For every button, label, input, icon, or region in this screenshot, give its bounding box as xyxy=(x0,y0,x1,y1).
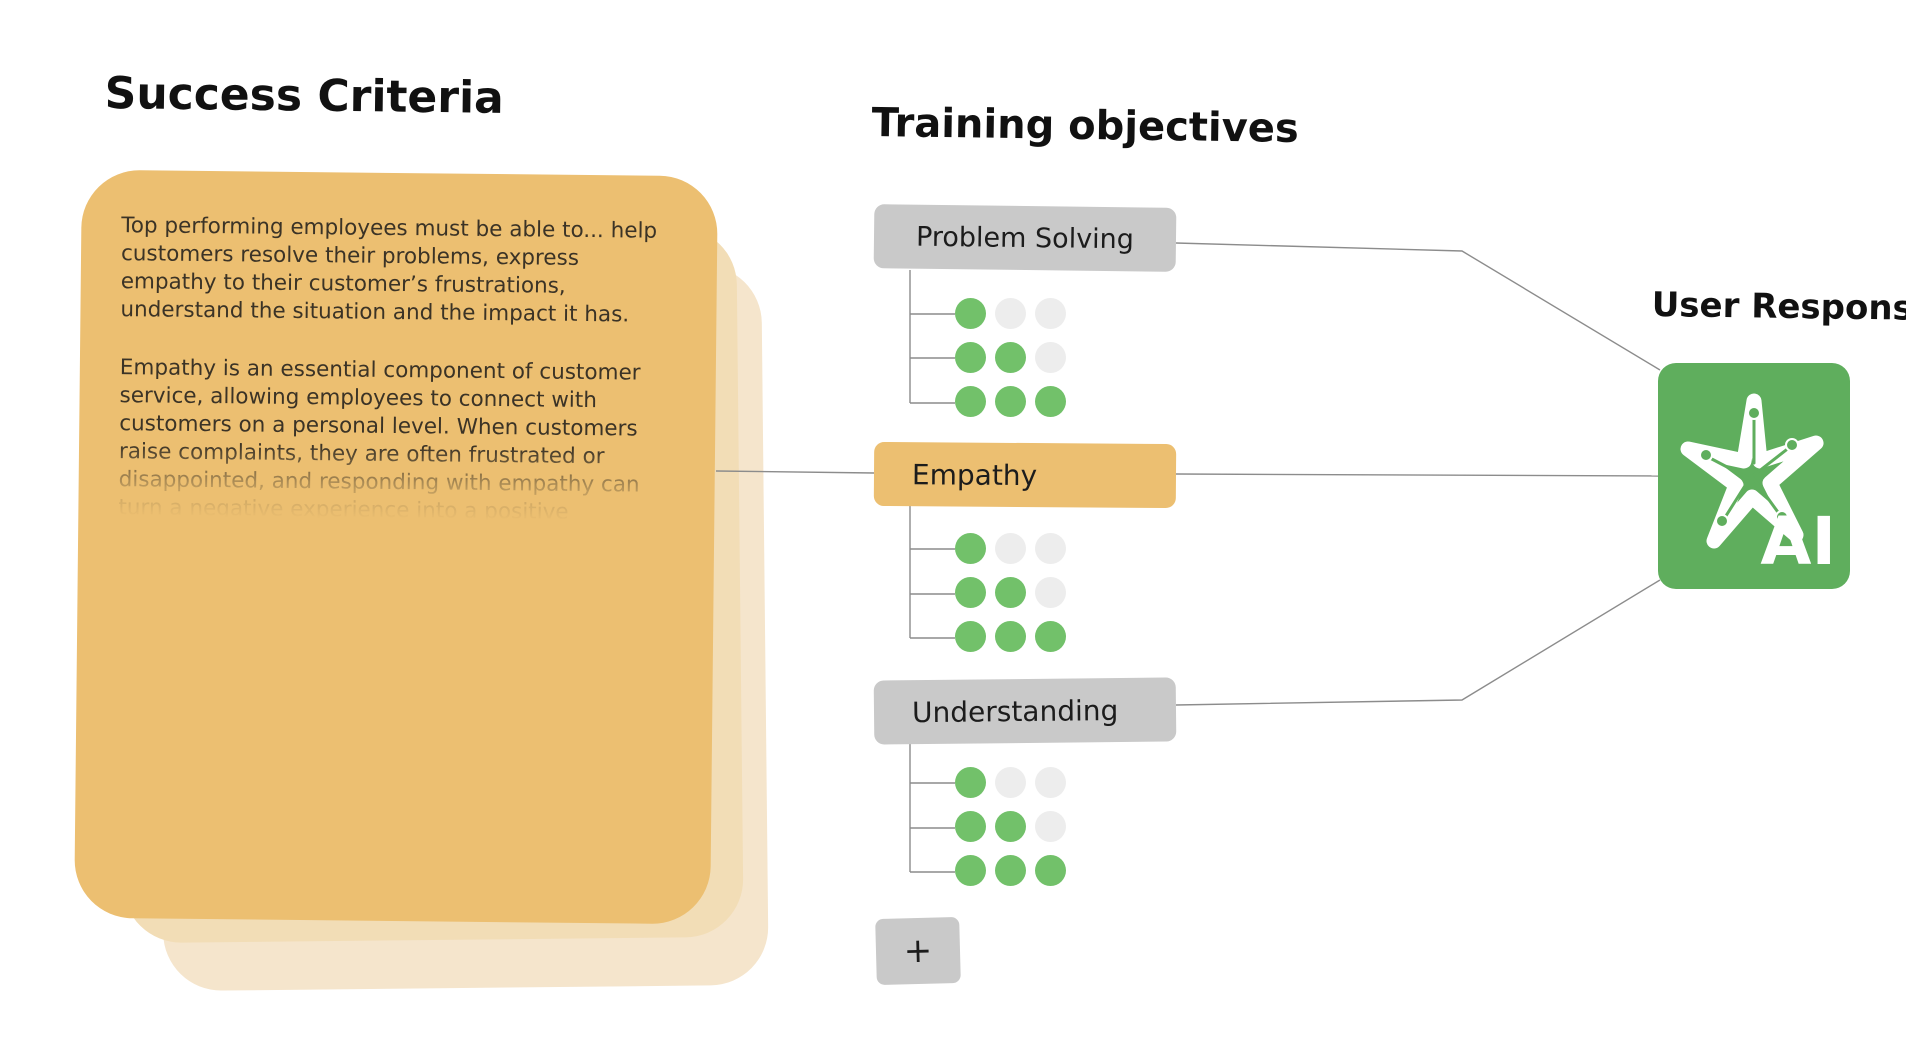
level-dot-empty xyxy=(1035,577,1066,608)
empathy-branches xyxy=(909,505,955,639)
objective-label: Empathy xyxy=(911,457,1038,492)
level-dot-row[interactable] xyxy=(955,386,1066,417)
level-dot-row[interactable] xyxy=(955,577,1066,608)
level-dot-empty xyxy=(995,298,1026,329)
level-dot-filled xyxy=(995,811,1026,842)
level-dot-filled xyxy=(955,767,986,798)
level-dot-filled xyxy=(955,811,986,842)
level-dot-filled xyxy=(1035,855,1066,886)
problem-solving-branches xyxy=(909,270,955,404)
card-to-empathy-connector xyxy=(715,470,875,474)
level-dot-row[interactable] xyxy=(955,533,1066,564)
ai-star-icon xyxy=(1680,393,1824,549)
level-dot-row[interactable] xyxy=(955,811,1066,842)
level-dot-row[interactable] xyxy=(955,621,1066,652)
objective-label: Understanding xyxy=(911,693,1119,729)
level-dot-filled xyxy=(955,386,986,417)
level-dot-filled xyxy=(995,621,1026,652)
objective-empathy[interactable]: Empathy xyxy=(873,441,1177,509)
level-dot-filled xyxy=(995,855,1026,886)
objective-problem-solving[interactable]: Problem Solving xyxy=(873,204,1177,272)
level-dot-empty xyxy=(1035,811,1066,842)
level-dot-row[interactable] xyxy=(955,767,1066,798)
level-dot-empty xyxy=(1035,342,1066,373)
objective-understanding[interactable]: Understanding xyxy=(873,677,1177,745)
level-dot-empty xyxy=(995,533,1026,564)
level-dot-filled xyxy=(1035,386,1066,417)
level-dot-filled xyxy=(995,386,1026,417)
empathy-to-ai-connector xyxy=(1175,473,1659,477)
level-dot-empty xyxy=(1035,533,1066,564)
level-dot-filled xyxy=(955,577,986,608)
level-dot-row[interactable] xyxy=(955,342,1066,373)
level-dot-filled xyxy=(1035,621,1066,652)
understanding-branches xyxy=(909,742,955,873)
add-objective-button[interactable]: + xyxy=(875,916,961,986)
level-dot-empty xyxy=(1035,767,1066,798)
level-dot-filled xyxy=(995,577,1026,608)
level-dot-row[interactable] xyxy=(955,855,1066,886)
level-dot-empty xyxy=(1035,298,1066,329)
ai-badge: AI xyxy=(1658,363,1850,589)
objective-label: Problem Solving xyxy=(915,221,1135,255)
level-dot-filled xyxy=(995,342,1026,373)
level-dot-filled xyxy=(955,621,986,652)
level-dot-row[interactable] xyxy=(955,298,1066,329)
level-dot-filled xyxy=(955,298,986,329)
level-dot-filled xyxy=(955,533,986,564)
understanding-to-ai-connector xyxy=(1175,579,1661,706)
level-dot-filled xyxy=(955,855,986,886)
problem-solving-to-ai-connector xyxy=(1175,242,1661,371)
level-dot-empty xyxy=(995,767,1026,798)
ai-label: AI xyxy=(1760,503,1836,580)
level-dot-filled xyxy=(955,342,986,373)
